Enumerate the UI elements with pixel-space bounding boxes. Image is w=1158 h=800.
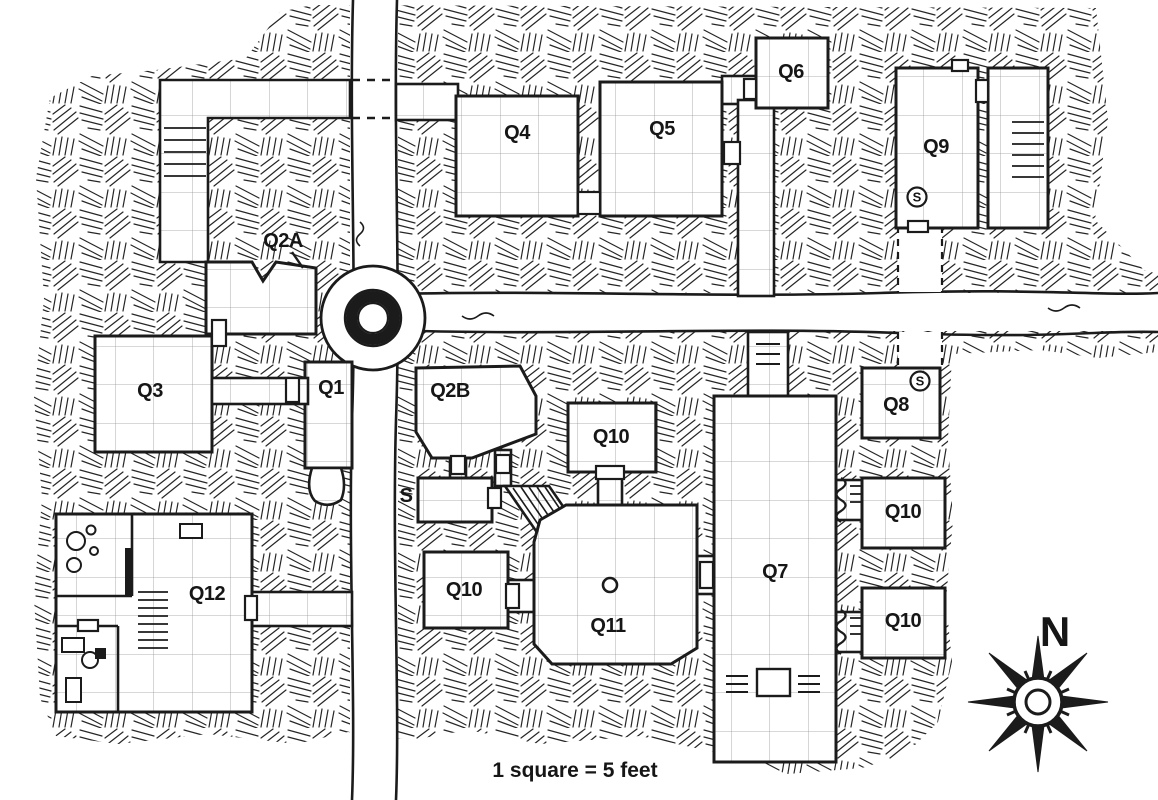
room-label-q8: Q8 (883, 394, 909, 416)
room-label-q10-left: Q10 (446, 579, 483, 601)
room-label-q7: Q7 (762, 561, 788, 583)
door (742, 77, 758, 101)
rubble-marks (726, 675, 820, 693)
streets (349, 0, 1158, 800)
room-label-q10-right-lower: Q10 (885, 610, 922, 632)
room-label-q2a: Q2A (263, 230, 303, 252)
street-horizontal (398, 293, 1158, 331)
scale-note: 1 square = 5 feet (492, 759, 657, 782)
grate-marks (850, 485, 862, 635)
room-label-q4: Q4 (504, 122, 531, 144)
room-label-q10-right-upper: Q10 (885, 501, 922, 523)
room-label-q6: Q6 (778, 61, 804, 83)
door (494, 453, 512, 475)
room-q6 (754, 36, 830, 110)
street-squiggle (1047, 304, 1081, 312)
room-label-q3: Q3 (137, 380, 163, 402)
compass-rose: N (967, 608, 1109, 773)
stairs-icon (1012, 121, 1044, 178)
secret-door-marker (906, 186, 928, 208)
door (76, 618, 100, 633)
secret-door-markers: S S (906, 186, 931, 392)
room-q12 (54, 512, 254, 714)
street-squiggle (461, 312, 495, 320)
stairs-icon (164, 127, 206, 177)
door (210, 318, 228, 348)
room-label-q2b: Q2B (430, 380, 470, 402)
room-details (56, 121, 1044, 712)
room-q5 (598, 80, 724, 218)
door (486, 486, 503, 510)
door (243, 594, 259, 622)
door (504, 582, 521, 610)
room-q9-right (986, 66, 1050, 230)
room-q10-left (422, 550, 510, 630)
secret-door-marker (909, 370, 931, 392)
q12-furniture (61, 523, 203, 703)
secret-door-label: S (913, 190, 922, 205)
corridor-top-left (158, 78, 352, 264)
compass-spikes (1006, 670, 1070, 734)
door (594, 464, 626, 481)
room-q2b (414, 364, 538, 460)
street-vertical (350, 0, 398, 800)
door (974, 78, 990, 104)
plaza-well (319, 264, 427, 372)
rubble-marks (756, 343, 780, 365)
door (722, 140, 742, 166)
door (906, 219, 930, 234)
door (950, 58, 970, 73)
ladder-icon (125, 548, 132, 596)
room-q4 (454, 94, 580, 218)
corridor-q5-street (736, 98, 776, 298)
altar-icon (755, 667, 792, 698)
room-labels: Q2A Q4 Q5 Q6 Q9 Q3 Q1 Q2B Q10 Q8 S Q10 Q… (137, 61, 950, 637)
squiggle-door-icon (835, 477, 847, 655)
door (284, 376, 301, 404)
door (576, 190, 602, 216)
corridor-q12-street (248, 590, 354, 628)
room-q10-right-lower (860, 586, 947, 660)
crate-icon (95, 648, 106, 659)
secret-door-label: S (916, 374, 925, 389)
room-q1 (303, 360, 354, 507)
bed-icon (138, 591, 168, 649)
pillar-icon (601, 576, 619, 594)
room-s (416, 476, 494, 524)
compass-north-label: N (1040, 608, 1070, 655)
room-label-q11: Q11 (590, 615, 626, 637)
well-icon (346, 291, 400, 345)
room-q10-right-upper (860, 476, 947, 550)
room-label-q12: Q12 (189, 583, 226, 605)
secret-passages (896, 226, 944, 368)
room-label-q9: Q9 (923, 136, 949, 158)
room-label-q10-top: Q10 (593, 426, 630, 448)
stair-label-s: S (400, 485, 413, 507)
hatch-texture (34, 5, 1158, 774)
door (698, 560, 715, 590)
room-label-q1: Q1 (318, 377, 344, 399)
street-squiggle (355, 221, 365, 247)
door (449, 454, 467, 476)
corridor-street-to-q4 (394, 82, 460, 122)
room-label-q5: Q5 (649, 118, 675, 140)
doors (76, 58, 990, 633)
label-pointer (291, 251, 304, 269)
